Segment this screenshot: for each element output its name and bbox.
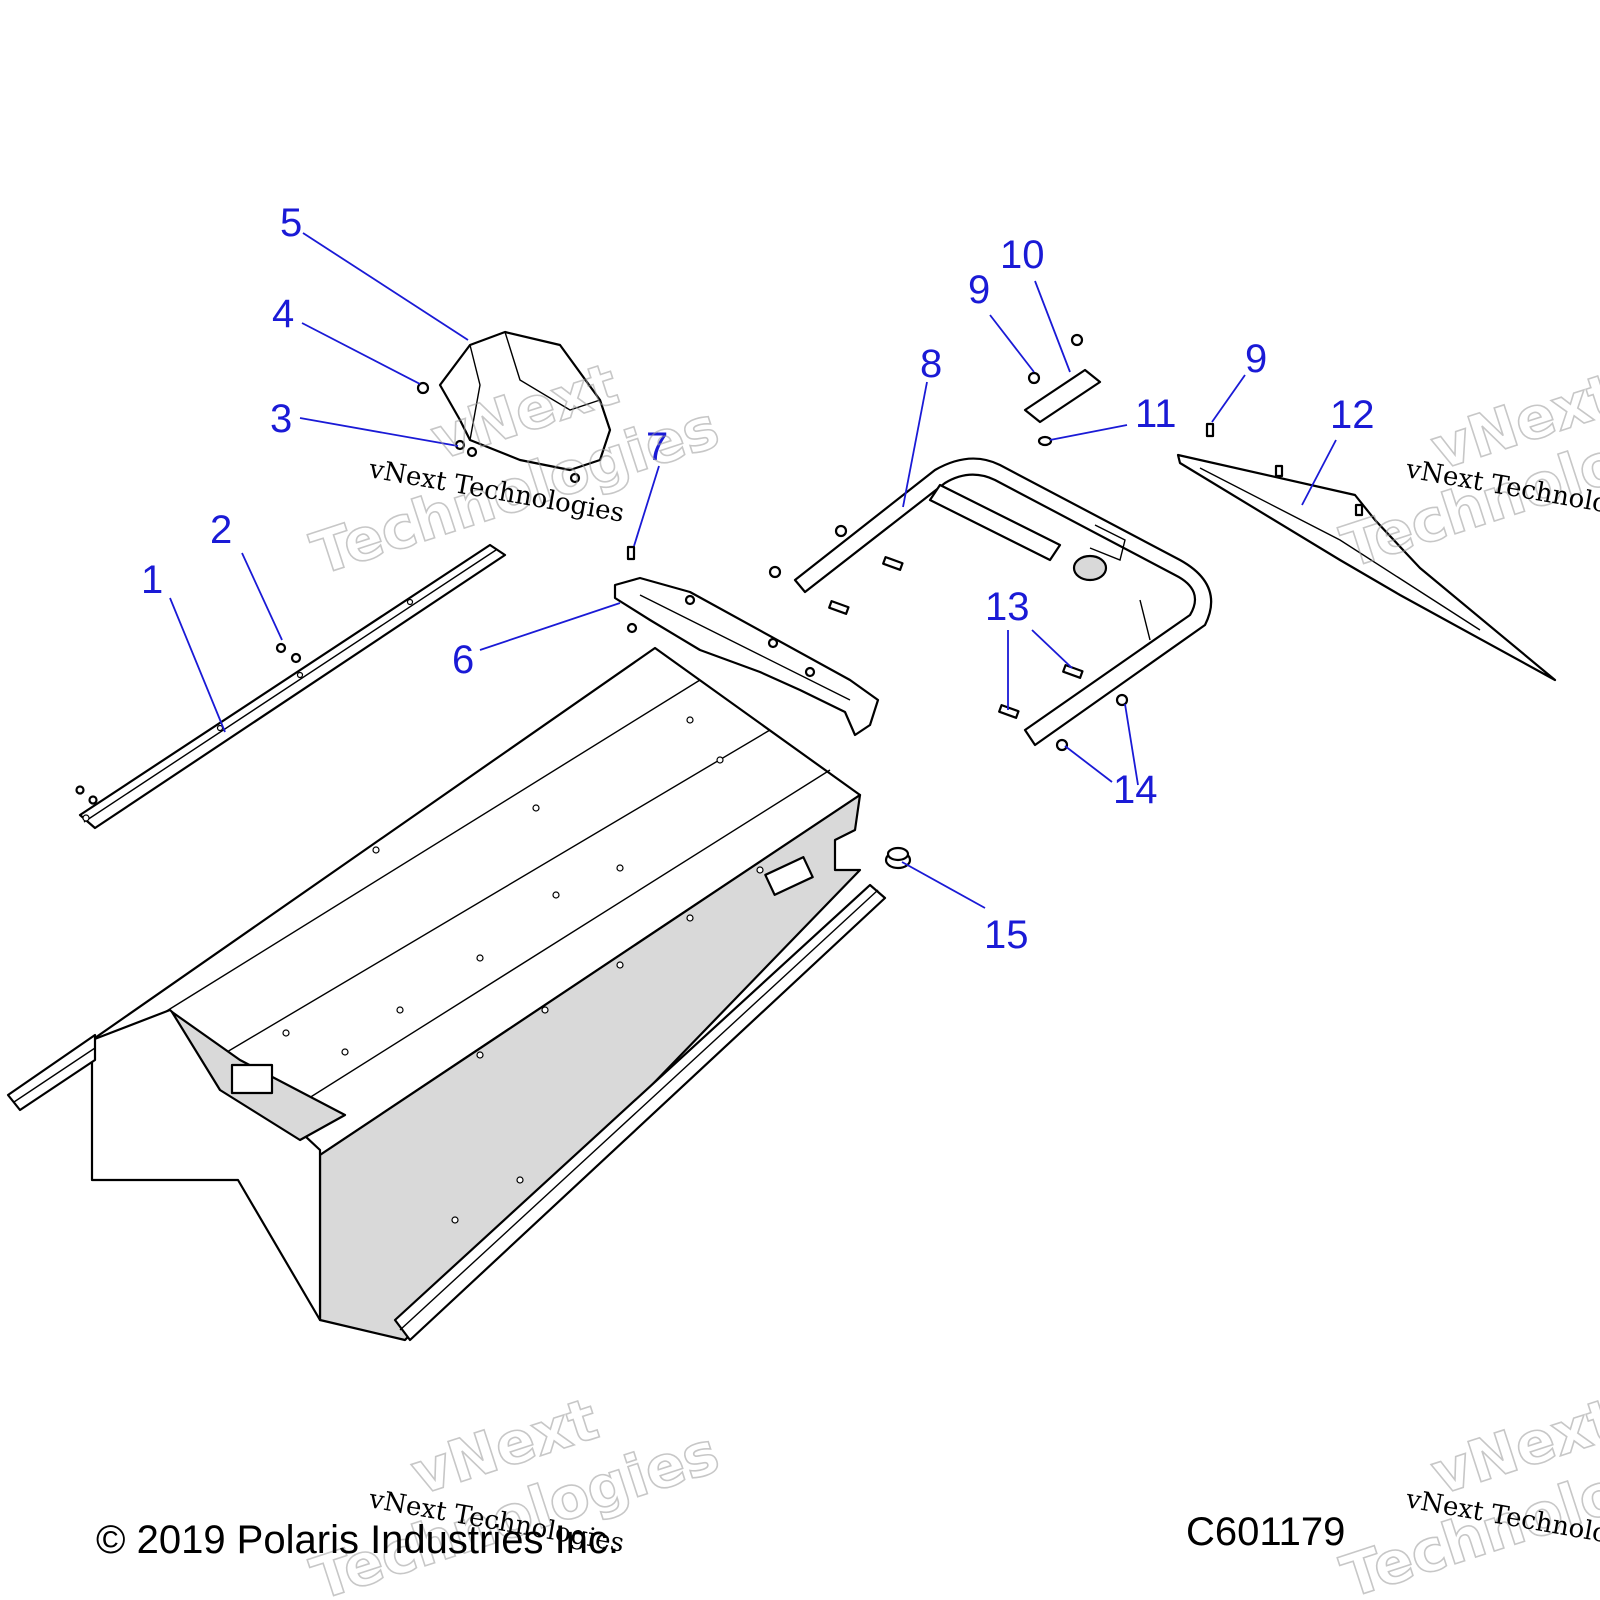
callout-13: 13	[985, 585, 1030, 629]
callout-1: 1	[141, 558, 163, 602]
callout-6: 6	[452, 638, 474, 682]
part-1-side-rail	[78, 543, 507, 830]
callout-15: 15	[984, 913, 1029, 957]
callout-11: 11	[1135, 392, 1177, 436]
callout-12: 12	[1330, 393, 1375, 437]
part-7-screw	[626, 545, 636, 561]
callout-7: 7	[646, 425, 668, 469]
callout-5: 5	[280, 201, 302, 245]
callout-4: 4	[272, 292, 294, 336]
part-6-bracket	[613, 576, 880, 737]
callout-8: 8	[920, 342, 942, 386]
part-10-plate	[1023, 333, 1102, 447]
leader-lines	[169, 232, 1337, 909]
callout-10: 10	[1000, 233, 1045, 277]
part-12-trim	[1176, 422, 1557, 682]
copyright-text: © 2019 Polaris Industries Inc.	[96, 1518, 619, 1562]
callout-9-right: 9	[1245, 337, 1267, 381]
callout-2: 2	[210, 508, 232, 552]
watermark-bottom-right: vNext Technologies vNext Technologies	[1333, 1384, 1600, 1600]
callout-9-left: 9	[968, 268, 990, 312]
part-14-nuts	[1055, 693, 1129, 752]
callout-3: 3	[270, 397, 292, 441]
drawing-number: C601179	[1186, 1510, 1345, 1554]
part-bed-floor	[6, 646, 887, 1342]
callouts: 1 2 3 4 5 6 7 8 9 9 10 11 12 13 14 15	[141, 201, 1375, 957]
watermark-top-left: vNext Technologies vNext Technologies	[303, 349, 728, 589]
part-13-bolts	[998, 664, 1084, 719]
part-8-tube-frame	[768, 457, 1213, 747]
watermark-bottom-left: vNext Technologies vNext Technologies	[303, 1384, 728, 1600]
part-2-fasteners	[75, 642, 302, 805]
callout-14: 14	[1113, 768, 1158, 812]
